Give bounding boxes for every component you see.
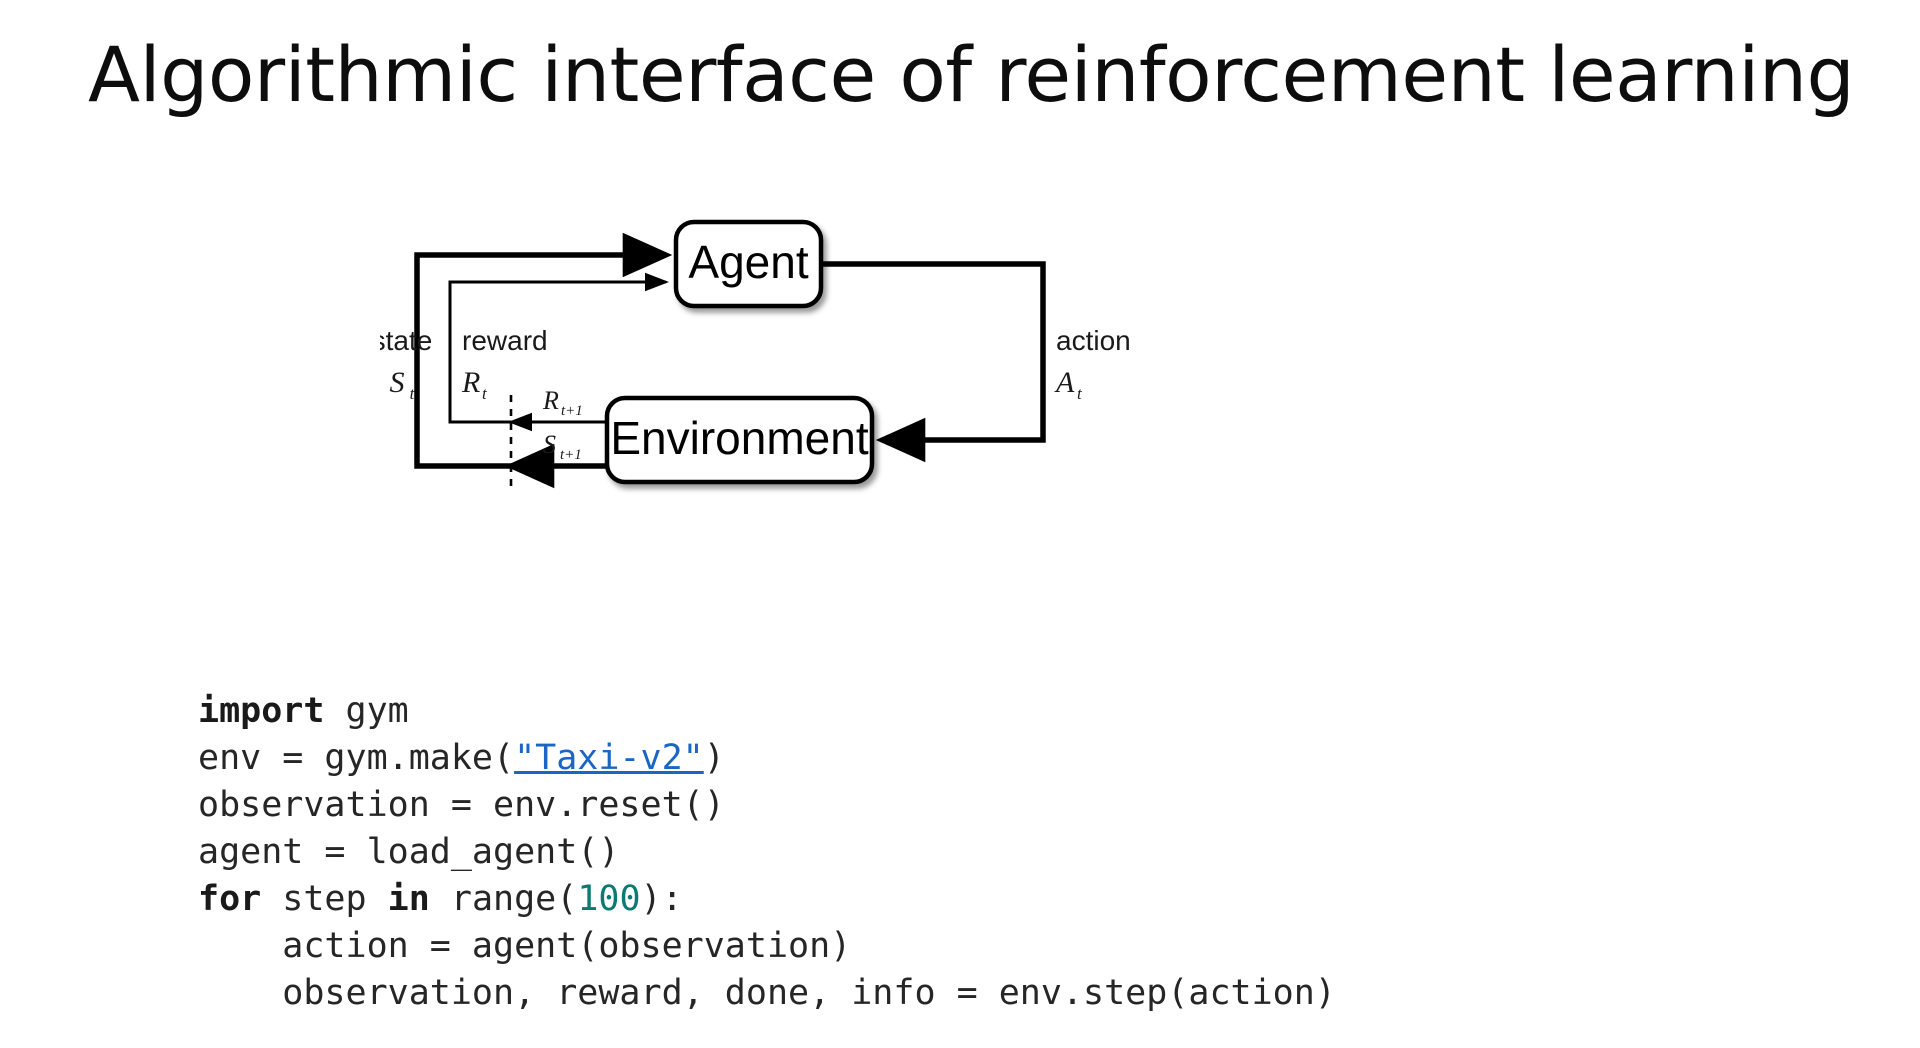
environment-box [604, 395, 875, 485]
action-label-group: action A t [1054, 325, 1131, 403]
code-line: env = gym.make("Taxi-v2") [198, 735, 1336, 782]
code-line: agent = load_agent() [198, 829, 1336, 876]
action-word-label: action [1056, 325, 1131, 356]
reward-word-label: reward [462, 325, 548, 356]
next-state-symbol-label: S [543, 430, 556, 459]
reward-symbol-label: R [461, 366, 480, 399]
state-symbol-label: S [390, 366, 405, 399]
code-token: observation = env.reset() [198, 785, 725, 825]
reward-label-group: reward R t [461, 325, 548, 403]
code-token: import [198, 691, 325, 731]
state-label-group: state S t [380, 325, 432, 403]
code-line: for step in range(100): [198, 876, 1336, 923]
agent-environment-diagram-svg: Agent Environment state S [380, 219, 1131, 490]
next-reward-label-group: R t+1 [542, 386, 583, 419]
code-token: env = gym.make( [198, 738, 515, 778]
code-line: import gym [198, 688, 1336, 735]
next-reward-symbol-label: R [542, 386, 559, 415]
code-token: ): [640, 879, 683, 919]
code-line: action = agent(observation) [198, 923, 1336, 970]
next-state-subscript-label: t+1 [560, 447, 582, 463]
state-feedback-path [414, 232, 673, 469]
code-token: in [387, 879, 430, 919]
action-path [821, 261, 1046, 463]
reward-feedback-path [448, 272, 669, 424]
state-word-label: state [380, 325, 432, 356]
code-token: 100 [577, 879, 641, 919]
code-token: step [261, 879, 388, 919]
agent-label: Agent [688, 236, 808, 288]
next-reward-subscript-label: t+1 [561, 403, 583, 419]
code-link-token[interactable]: "Taxi-v2" [514, 738, 704, 778]
code-token: gym [324, 691, 409, 731]
rl-loop-diagram: Agent Environment state S [380, 200, 1520, 600]
action-subscript-label: t [1077, 384, 1083, 403]
code-token: observation, reward, done, info = env.st… [198, 973, 1336, 1013]
code-token: action = agent(observation) [198, 926, 852, 966]
next-state-label-group: S t+1 [543, 430, 582, 463]
code-line: observation, reward, done, info = env.st… [198, 970, 1336, 1017]
reward-subscript-label: t [482, 384, 488, 403]
code-token: range( [429, 879, 578, 919]
action-symbol-label: A [1054, 366, 1075, 399]
page-title: Algorithmic interface of reinforcement l… [88, 30, 1855, 119]
code-token: for [198, 879, 262, 919]
code-token: agent = load_agent() [198, 832, 620, 872]
code-token: ) [703, 738, 725, 778]
environment-node: Environment [604, 395, 875, 485]
state-subscript-label: t [410, 384, 416, 403]
agent-node: Agent [673, 219, 824, 309]
code-line: observation = env.reset() [198, 782, 1336, 829]
environment-label: Environment [610, 412, 868, 464]
